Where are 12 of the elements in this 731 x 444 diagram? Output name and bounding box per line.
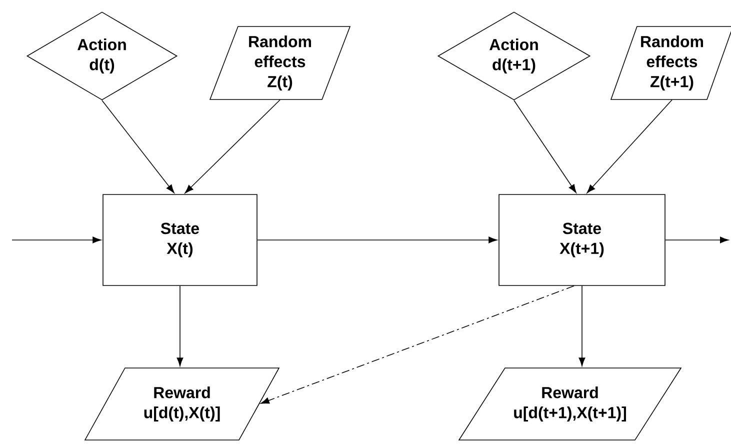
arrow [184, 100, 280, 194]
arrow [257, 236, 498, 244]
arrow [12, 236, 102, 244]
process-box: State X(t+1) [498, 194, 666, 286]
arrow [514, 100, 576, 194]
arrow [665, 236, 729, 244]
process-box: State X(t) [102, 194, 258, 286]
arrow [176, 286, 184, 366]
arrow [578, 286, 586, 366]
arrow [102, 100, 174, 194]
dash-dot-arrow [260, 286, 574, 404]
arrow [586, 100, 672, 194]
